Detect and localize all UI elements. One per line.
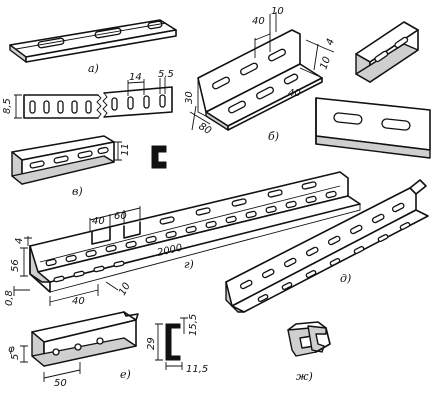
label-v: в) — [72, 185, 83, 198]
dim-b-40s: 40 — [288, 88, 301, 99]
label-b: б) — [268, 130, 279, 143]
dim-g-4: 4 — [14, 238, 25, 244]
small-channel-top-right — [355, 21, 419, 83]
dim-e-11-5: 11,5 — [186, 364, 208, 375]
dim-b-80: 80 — [197, 121, 214, 137]
dim-g-10: 10 — [117, 281, 133, 298]
dim-g-0-8: 0,8 — [4, 290, 15, 306]
figure-a-channel — [9, 19, 177, 63]
dim-e-15-5: 15,5 — [188, 314, 199, 336]
c-section-dimensioned — [155, 317, 188, 370]
dim-g-40b: 40 — [72, 296, 85, 307]
label-d: д) — [340, 272, 351, 285]
dim-e-5: 5 — [10, 354, 21, 360]
dim-strip-8-5: 8,5 — [2, 98, 13, 114]
figure-v-channel — [11, 135, 122, 185]
dim-e-phi: φ — [8, 344, 15, 355]
dim-b-4: 4 — [324, 37, 337, 47]
dim-g-40: 40 — [92, 216, 105, 227]
dim-b-10: 10 — [271, 6, 284, 17]
dim-strip-14: 14 — [129, 72, 142, 83]
figure-e-channel — [20, 311, 139, 382]
figure-b-angle-profile — [189, 12, 335, 131]
large-channel-right — [315, 97, 431, 159]
label-g: г) — [184, 258, 194, 271]
figure-g-long-angle — [13, 171, 361, 306]
dim-e-29: 29 — [146, 337, 157, 350]
dim-g-56: 56 — [10, 259, 21, 272]
perforated-strip — [14, 78, 173, 119]
dim-g-60: 60 — [114, 211, 127, 222]
figure-d-z-profile — [225, 179, 429, 313]
dim-b-10s: 10 — [318, 55, 333, 71]
dim-e-50: 50 — [54, 378, 67, 389]
label-zh: ж) — [296, 370, 313, 383]
label-a: а) — [88, 62, 99, 75]
dim-v-11: 11 — [120, 143, 131, 156]
figure-zh-z-section — [287, 321, 331, 357]
dim-b-30: 30 — [184, 91, 195, 104]
label-e: е) — [120, 368, 131, 381]
c-section-icon — [151, 145, 167, 169]
dim-b-40: 40 — [252, 16, 265, 27]
dim-strip-5-5: 5,5 — [158, 69, 174, 80]
